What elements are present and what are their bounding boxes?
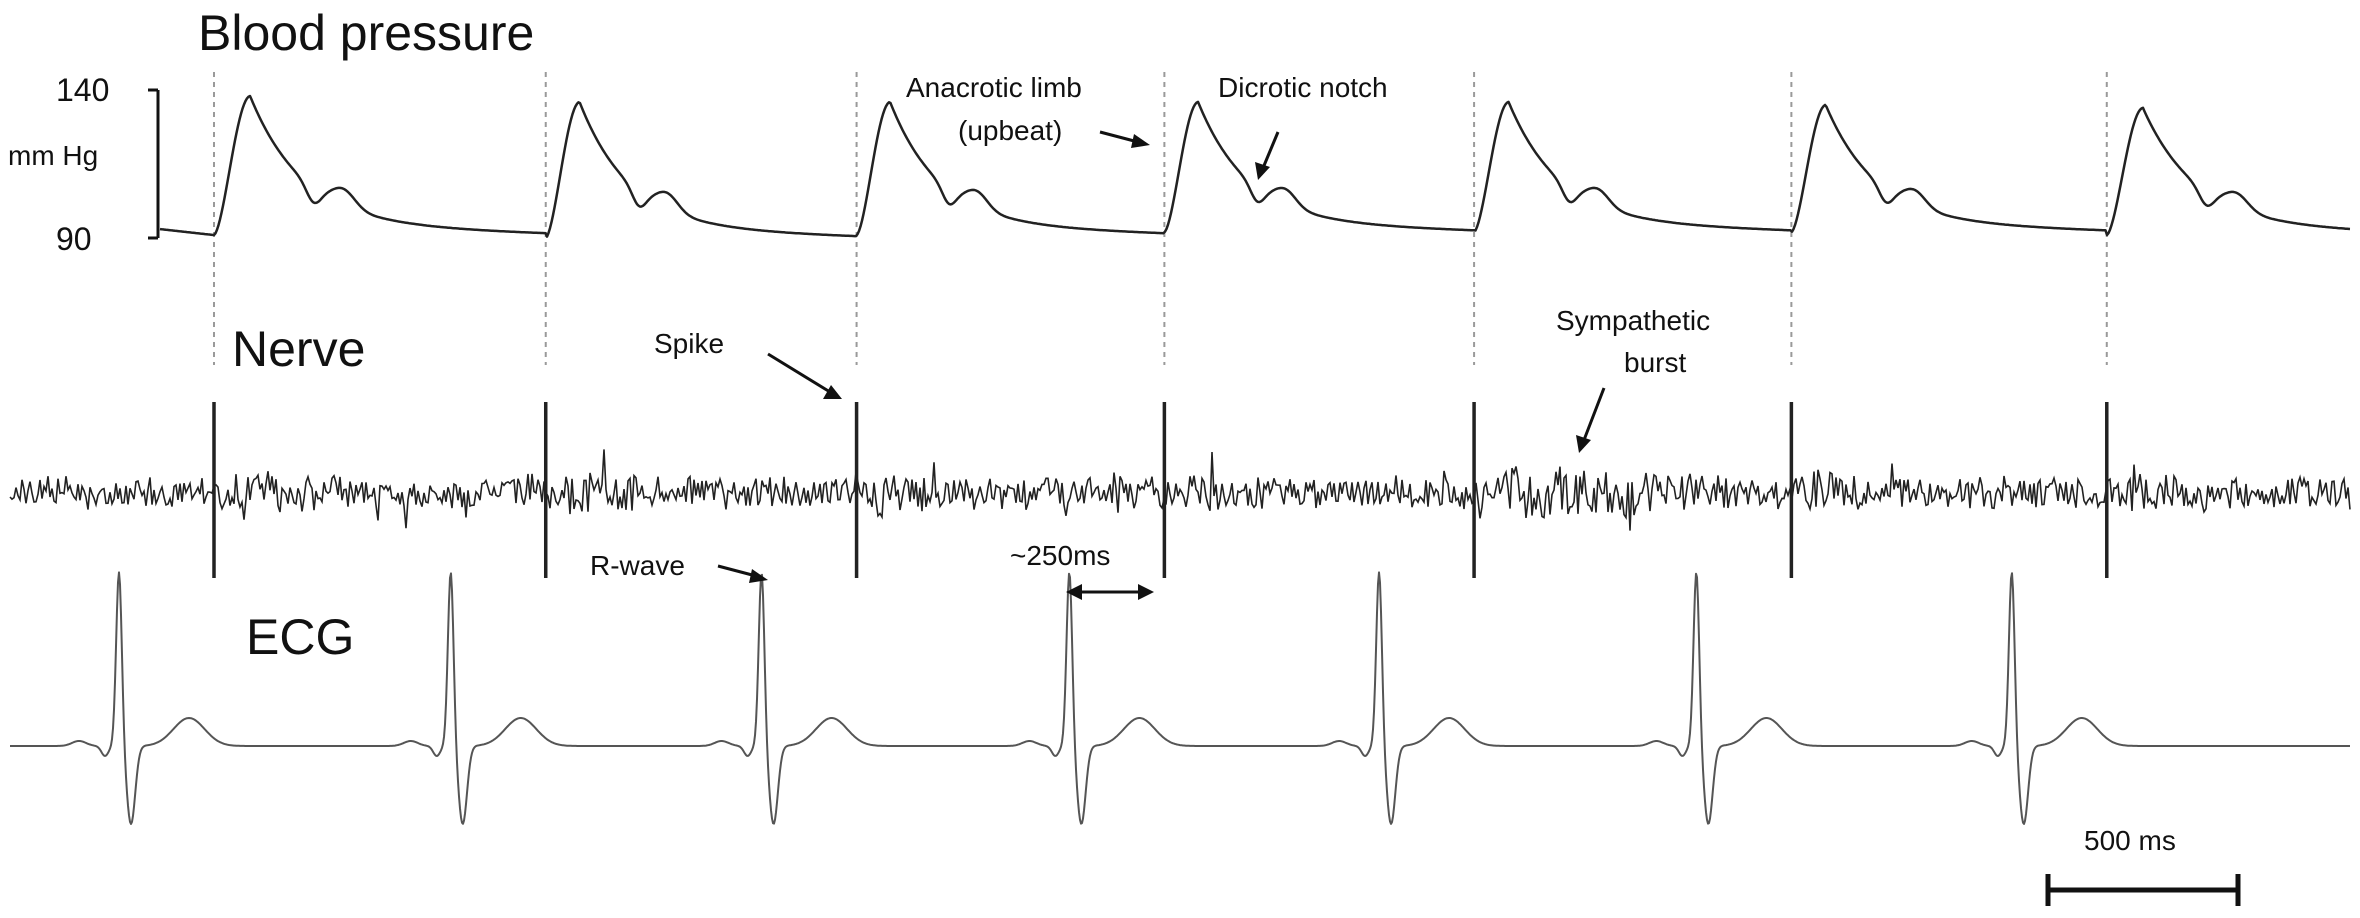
r-wave-arrow xyxy=(717,564,757,578)
bp-axis: 140 90 mm Hg xyxy=(8,72,160,257)
ecg-title: ECG xyxy=(246,609,354,665)
delay-annotation: ~250ms xyxy=(1010,540,1154,600)
dicrotic-annotation: Dicrotic notch xyxy=(1218,72,1388,180)
sympathetic-annotation: Sympathetic burst xyxy=(1556,305,1710,453)
r-wave-annotation: R-wave xyxy=(590,550,768,583)
spike-arrowhead xyxy=(823,385,842,399)
dicrotic-arrow xyxy=(1261,131,1280,169)
spike-label: Spike xyxy=(654,328,724,359)
bp-unit-label: mm Hg xyxy=(8,140,98,171)
ecg-trace xyxy=(10,571,2350,825)
anacrotic-label-2: (upbeat) xyxy=(958,115,1062,146)
blood-pressure-trace xyxy=(159,94,2351,238)
dicrotic-label: Dicrotic notch xyxy=(1218,72,1388,103)
spike-annotation: Spike xyxy=(654,328,842,399)
anacrotic-label-1: Anacrotic limb xyxy=(906,72,1082,103)
delay-label: ~250ms xyxy=(1010,540,1110,571)
beat-guides xyxy=(213,72,2108,365)
blood-pressure-title: Blood pressure xyxy=(198,5,534,61)
sympathetic-label-2: burst xyxy=(1624,347,1686,378)
bp-tick-label-140: 140 xyxy=(56,72,109,108)
anacrotic-annotation: Anacrotic limb (upbeat) xyxy=(906,72,1150,148)
anacrotic-arrow xyxy=(1099,130,1139,144)
delay-arrowhead-right xyxy=(1138,584,1154,600)
r-wave-label: R-wave xyxy=(590,550,685,581)
r-wave-arrowhead xyxy=(749,569,768,583)
sympathetic-label-1: Sympathetic xyxy=(1556,305,1710,336)
nerve-title: Nerve xyxy=(232,321,365,377)
delay-arrowhead-left xyxy=(1066,584,1082,600)
nerve-activity-trace xyxy=(9,449,2351,531)
nerve-spikes xyxy=(212,402,2109,578)
sympathetic-arrow xyxy=(1582,387,1606,441)
spike-arrow xyxy=(767,352,831,394)
dicrotic-arrowhead xyxy=(1255,162,1270,180)
anacrotic-arrowhead xyxy=(1131,134,1150,148)
bp-tick-label-90: 90 xyxy=(56,221,92,257)
scale-bar-label: 500 ms xyxy=(2084,825,2176,856)
sympathetic-arrowhead xyxy=(1576,435,1591,453)
scale-bar: 500 ms xyxy=(2045,825,2241,906)
